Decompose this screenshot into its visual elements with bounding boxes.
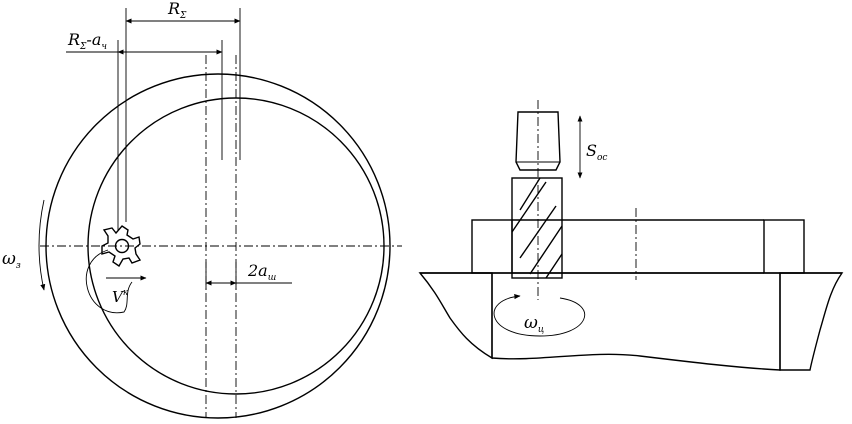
omega-left-label: ωз (2, 249, 21, 271)
ring-section-right (763, 219, 805, 274)
ring-middle (512, 219, 764, 274)
omega-left-arrow (38, 199, 46, 291)
base-right-hatched (779, 272, 844, 371)
v-cut-label: Vк (112, 288, 129, 306)
left-view: RΣ RΣ-aч 2aш ωз Vк (2, 0, 402, 419)
r-minus-a-label: RΣ-aч (67, 30, 107, 52)
base-left-hatched (418, 272, 493, 360)
right-view: Sос ωц (418, 100, 844, 371)
tool-cutter-body (511, 177, 563, 279)
r-sigma-label: RΣ (167, 0, 187, 21)
two-a-label: 2aш (247, 261, 276, 283)
s-feed-label: Sос (586, 141, 607, 163)
cutter-icon (101, 225, 142, 267)
omega-right-arrow (493, 294, 586, 337)
cutting-motion-arc (85, 249, 133, 314)
ring-section-left (471, 219, 513, 274)
omega-right-label: ωц (524, 313, 544, 335)
tool-flutes (511, 177, 563, 279)
base-cavity (491, 273, 781, 371)
